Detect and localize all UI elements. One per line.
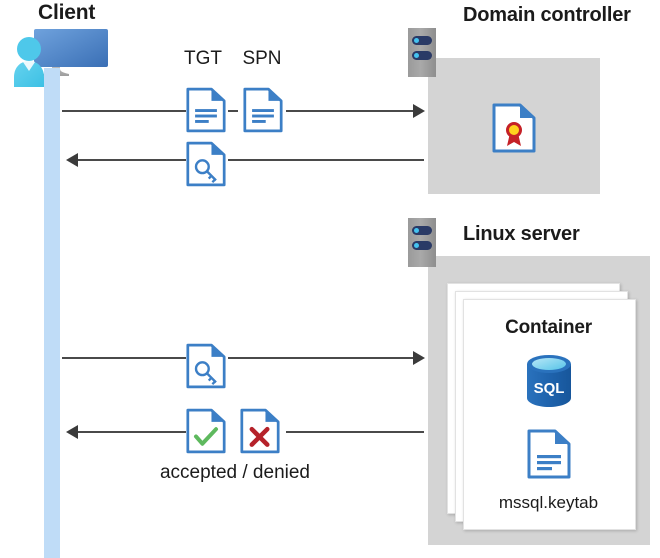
flow-2-line-b (228, 159, 424, 161)
server-rack-icon (408, 28, 436, 77)
flow-1-arrowhead (413, 104, 425, 118)
tgt-label: TGT (184, 48, 222, 69)
svg-text:SQL: SQL (533, 380, 564, 397)
flow-4-arrowhead (66, 425, 78, 439)
certificate-document-icon (492, 103, 536, 158)
spn-label: SPN (242, 48, 282, 69)
flow-1-line-c (286, 110, 414, 112)
cross-document-icon (240, 408, 280, 459)
container-card-front (463, 299, 636, 530)
server-bay (412, 36, 432, 45)
server-bay (412, 51, 432, 60)
flow-1-line-a (62, 110, 186, 112)
flow-3-arrowhead (413, 351, 425, 365)
linux-server-title: Linux server (463, 223, 580, 245)
client-title: Client (38, 1, 96, 24)
keytab-document-icon (527, 429, 571, 484)
tgt-document-icon (186, 87, 226, 138)
workstation-user-icon (8, 25, 114, 87)
check-document-icon (186, 408, 226, 459)
flow-1-line-b (228, 110, 238, 112)
keytab-filename-label: mssql.keytab (498, 493, 599, 512)
server-bay (412, 226, 432, 235)
key-document-icon (186, 141, 226, 192)
container-stack: Container (447, 283, 636, 530)
flow-4-line-b (286, 431, 424, 433)
server-bay (412, 241, 432, 250)
sql-database-icon: SQL (522, 353, 576, 414)
server-rack-icon (408, 218, 436, 267)
accepted-denied-label: accepted / denied (159, 462, 310, 483)
flow-4-line-a (78, 431, 186, 433)
flow-3-line-a (62, 357, 186, 359)
key-document-icon (186, 343, 226, 394)
flow-2-line-a (78, 159, 186, 161)
flow-3-line-b (228, 357, 414, 359)
flow-2-arrowhead (66, 153, 78, 167)
client-lifeline (44, 68, 60, 558)
domain-controller-title: Domain controller (463, 4, 631, 26)
spn-document-icon (243, 87, 283, 138)
container-card-content: Container (463, 299, 634, 528)
container-title: Container (505, 317, 592, 338)
